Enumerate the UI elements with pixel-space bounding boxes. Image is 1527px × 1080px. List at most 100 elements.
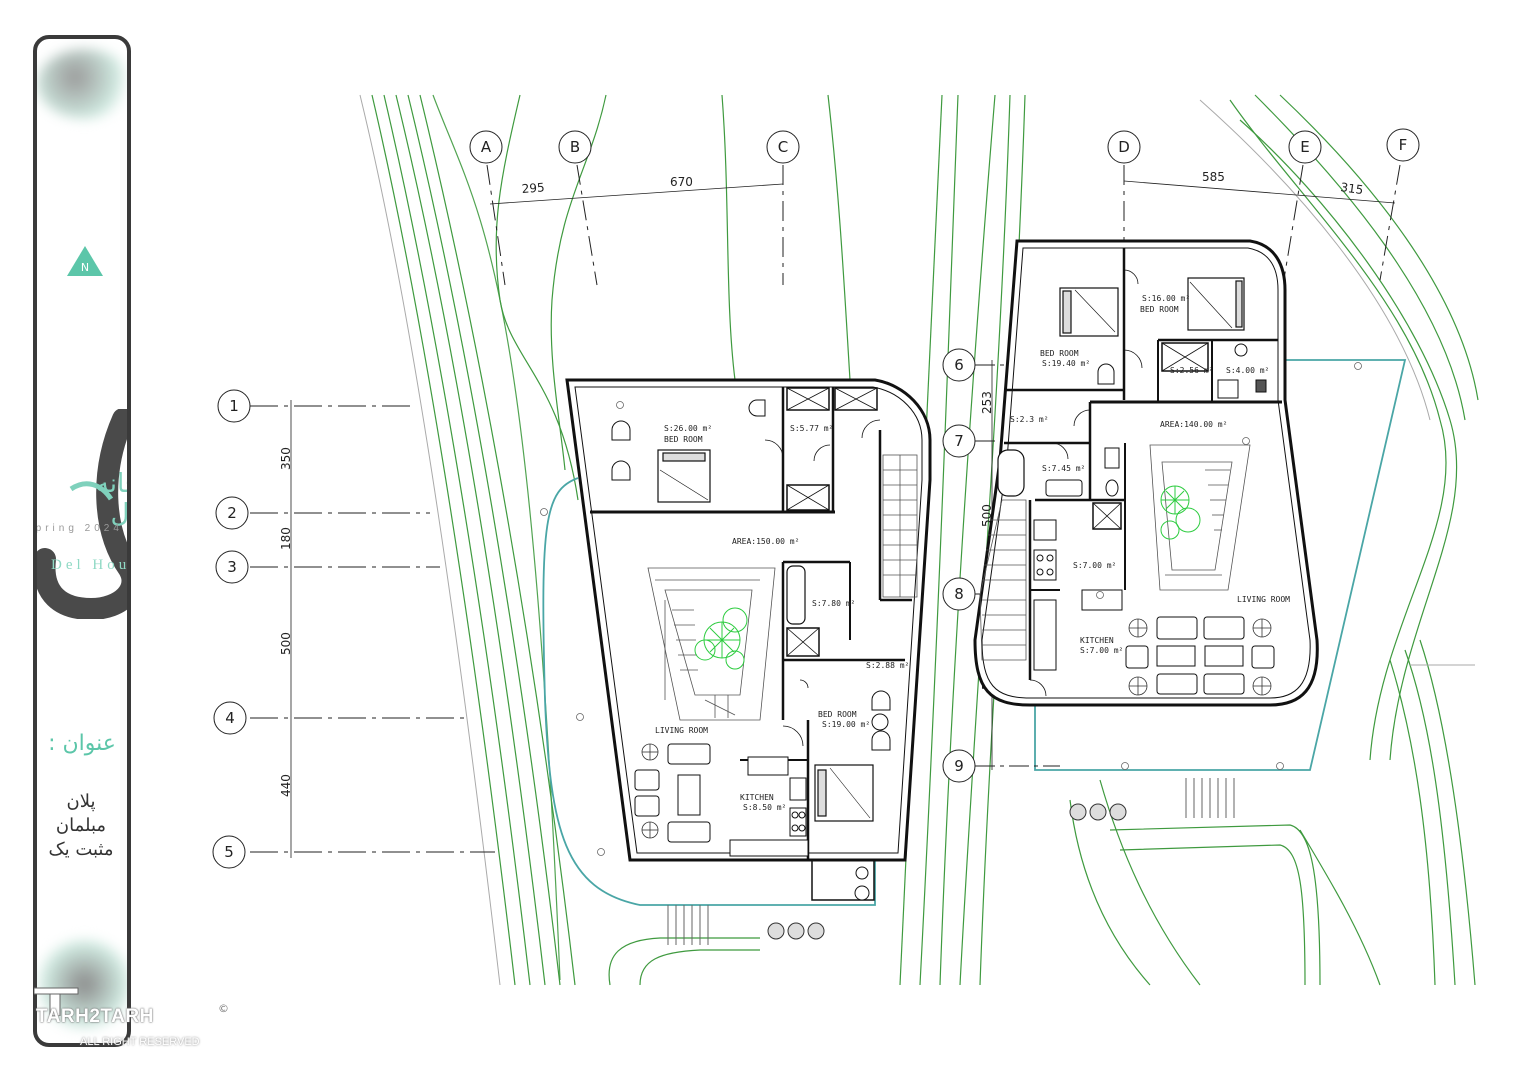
right-bath-1-size: S:2.56 m² — [1170, 366, 1213, 375]
left-bath-1-size: S:5.77 m² — [790, 424, 833, 433]
svg-text:B: B — [570, 138, 580, 156]
left-kitchen-name: KITCHEN — [740, 793, 774, 802]
north-arrow-icon: N — [67, 246, 103, 276]
left-outdoor-seating-icon — [767, 922, 825, 940]
right-kitchen-size: S:7.00 m² — [1080, 646, 1123, 655]
dim-E-F: 315 — [1340, 180, 1365, 197]
left-bedroom-1-size: S:26.00 m² — [664, 424, 712, 433]
svg-text:7: 7 — [954, 432, 964, 450]
right-wc-size: S:2.3 m² — [1010, 415, 1049, 424]
right-door-swings — [1029, 269, 1143, 697]
grid-bubble-E: E — [1288, 130, 1322, 164]
tarh2tarh-logo — [34, 986, 234, 1056]
grid-bubble-B: B — [558, 130, 592, 164]
left-void-tree-icon — [694, 607, 748, 670]
right-living-label: LIVING ROOM — [1237, 595, 1290, 604]
left-entrance-steps — [667, 905, 709, 945]
logo-text: TARH2TARH — [36, 1006, 154, 1027]
svg-text:8: 8 — [954, 585, 964, 603]
grid-bubble-7: 7 — [942, 424, 976, 458]
svg-text:A: A — [481, 138, 492, 156]
svg-text:F: F — [1399, 136, 1408, 154]
left-wc-size: S:2.88 m² — [866, 661, 909, 670]
left-door-swings — [764, 419, 881, 747]
left-kitchen-size: S:8.50 m² — [743, 803, 786, 812]
cloud-decoration-top — [37, 49, 127, 119]
dim-line-top-right — [1123, 180, 1396, 204]
svg-text:6: 6 — [954, 356, 964, 374]
copyright-mark: © — [218, 1002, 229, 1015]
title-line-3: مثبت یک — [48, 839, 114, 860]
grid-bubble-F: F — [1386, 128, 1420, 162]
title-line-1: پلان — [66, 791, 96, 812]
brand-logo-persian: خانه دل — [37, 408, 127, 621]
dim-6-7: 253 — [980, 391, 994, 414]
svg-text:E: E — [1300, 138, 1309, 156]
right-bedroom-1-name: BED ROOM — [1040, 349, 1079, 358]
right-bath-2-size: S:4.00 m² — [1226, 366, 1269, 375]
left-bed-1-icon — [657, 449, 711, 503]
left-area-label: AREA:150.00 m² — [732, 537, 799, 546]
dim-1-2: 350 — [279, 447, 293, 470]
left-bed-2-icon — [814, 764, 874, 822]
dim-D-E: 585 — [1202, 170, 1225, 184]
left-bath-2-size: S:7.80 m² — [812, 599, 855, 608]
logo-mark-icon — [34, 987, 79, 1016]
season-text: Spring 2024 — [33, 523, 123, 534]
grid-bubble-6: 6 — [942, 348, 976, 382]
left-bedroom-1-furniture — [611, 399, 766, 481]
dim-A-B: 295 — [521, 180, 545, 196]
right-bath-3-size: S:7.45 m² — [1042, 464, 1085, 473]
grid-bubble-1: 1 — [217, 389, 251, 423]
right-kitchen-name: KITCHEN — [1080, 636, 1114, 645]
title-label: عنوان : — [48, 731, 116, 756]
left-unit-plan — [565, 378, 932, 901]
grid-columns — [486, 164, 1401, 286]
right-storage-size: S:7.00 m² — [1073, 561, 1116, 570]
north-label: N — [81, 261, 89, 274]
svg-text:9: 9 — [954, 757, 964, 775]
logo-subtext: ALL RIGHT RESERVED — [80, 1036, 200, 1048]
grid-bubble-D: D — [1107, 130, 1141, 164]
grid-bubble-9: 9 — [942, 749, 976, 783]
sidebar-panel: N خانه دل Del House Spring 2024 عنوان : … — [33, 35, 131, 1047]
title-line-2: مبلمان — [55, 815, 107, 836]
left-bedroom-1-name: BED ROOM — [664, 435, 703, 444]
svg-text:C: C — [778, 138, 788, 156]
svg-text:4: 4 — [225, 709, 235, 727]
right-bed-2-icon — [1187, 277, 1245, 331]
grid-bubble-4: 4 — [213, 701, 247, 735]
grid-bubble-8: 8 — [942, 577, 976, 611]
grid-bubble-A: A — [469, 130, 503, 164]
right-site-outline — [1034, 359, 1407, 771]
left-site-outline — [542, 477, 876, 906]
svg-text:5: 5 — [224, 843, 234, 861]
left-living-furniture — [634, 743, 711, 843]
left-living-label: LIVING ROOM — [655, 726, 708, 735]
right-bathtub-icon — [997, 449, 1025, 497]
left-bedroom-2-furniture — [871, 690, 891, 751]
svg-text:D: D — [1118, 138, 1130, 156]
right-bedroom-1-size: S:19.40 m² — [1042, 359, 1090, 368]
grid-rows-left — [250, 405, 495, 853]
right-bath-fixtures — [1045, 343, 1267, 497]
svg-text:3: 3 — [227, 558, 237, 576]
left-bedroom-2-size: S:19.00 m² — [822, 720, 870, 729]
dim-2-3: 180 — [279, 527, 293, 550]
left-bedroom-2-name: BED ROOM — [818, 710, 857, 719]
right-entrance-steps — [1185, 778, 1235, 818]
dim-line-top-left — [489, 183, 784, 205]
left-plant-icon — [641, 743, 659, 839]
right-unit-plan — [973, 239, 1319, 707]
dim-B-C: 670 — [670, 175, 693, 189]
right-plant-icons — [1128, 618, 1272, 696]
grid-bubble-5: 5 — [212, 835, 246, 869]
grid-bubble-C: C — [766, 130, 800, 164]
right-living-furniture — [1125, 616, 1275, 695]
left-kitchen-fixtures — [729, 756, 809, 857]
dim-3-4: 500 — [279, 632, 293, 655]
right-stair-icon — [979, 499, 1027, 661]
right-kitchen-fixtures — [1033, 519, 1123, 671]
right-outdoor-seating-icon — [1069, 803, 1127, 821]
